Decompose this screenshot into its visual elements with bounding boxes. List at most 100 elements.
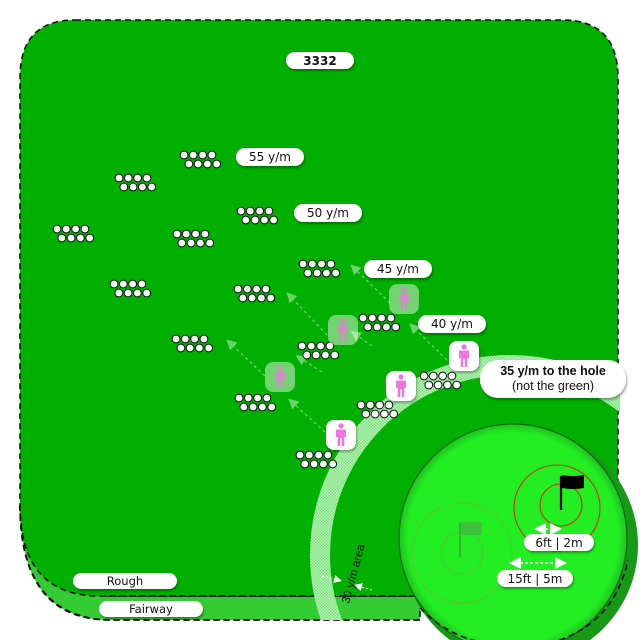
golf-ball-icon xyxy=(177,238,187,248)
hole-distance-line1: 35 y/m to the hole xyxy=(500,364,606,378)
golf-ball-icon xyxy=(119,182,129,192)
golf-ball-icon xyxy=(171,334,181,344)
golf-ball-icon xyxy=(377,313,387,323)
golf-ball-icon xyxy=(85,233,95,243)
golf-ball-icon xyxy=(252,284,262,294)
golf-ball-icon xyxy=(76,233,85,243)
golf-ball-icon xyxy=(241,215,251,225)
golf-ball-icon xyxy=(367,313,377,323)
golf-ball-icon xyxy=(433,380,443,390)
golf-ball-icon xyxy=(198,150,208,160)
ball-group xyxy=(236,206,279,225)
golf-ball-icon xyxy=(118,279,128,289)
golf-ball-icon xyxy=(200,229,210,239)
golf-ball-icon xyxy=(179,150,189,160)
person-icon xyxy=(457,344,471,368)
golf-ball-icon xyxy=(253,393,263,403)
golf-ball-icon xyxy=(384,400,394,410)
golf-ball-icon xyxy=(262,393,272,403)
golf-ball-icon xyxy=(261,284,271,294)
ball-group xyxy=(298,259,341,278)
golf-ball-icon xyxy=(203,159,212,169)
golf-ball-icon xyxy=(447,371,457,381)
hole-number-badge: 3332 xyxy=(286,52,354,69)
golf-ball-icon xyxy=(195,343,204,353)
distance-label-45: 45 y/m xyxy=(364,260,432,278)
golf-ball-icon xyxy=(193,159,203,169)
ball-group xyxy=(234,393,277,412)
person-icon xyxy=(336,318,350,342)
ball-group xyxy=(297,341,340,360)
golf-ball-icon xyxy=(443,380,452,390)
golf-ball-icon xyxy=(172,229,182,239)
outer-ring-measure: 15ft | 5m xyxy=(497,570,573,587)
golf-ball-icon xyxy=(317,259,327,269)
golf-ball-icon xyxy=(123,173,133,183)
golf-ball-icon xyxy=(247,293,257,303)
golf-ball-icon xyxy=(258,402,267,412)
person-icon xyxy=(397,287,411,311)
golf-ball-icon xyxy=(186,238,196,248)
golf-ball-icon xyxy=(323,450,333,460)
golf-ball-icon xyxy=(180,334,190,344)
golf-ball-icon xyxy=(321,350,330,360)
golf-ball-icon xyxy=(267,402,277,412)
ball-group xyxy=(109,279,152,298)
hole-number: 3332 xyxy=(303,53,337,68)
golf-ball-icon xyxy=(80,224,90,234)
golf-ball-icon xyxy=(322,268,331,278)
golf-ball-icon xyxy=(370,409,380,419)
golf-ball-icon xyxy=(66,233,76,243)
golf-ball-icon xyxy=(419,371,429,381)
golf-ball-icon xyxy=(250,215,260,225)
golf-ball-icon xyxy=(389,409,399,419)
rough-label: Rough xyxy=(73,573,177,589)
golf-ball-icon xyxy=(212,159,222,169)
golf-ball-icon xyxy=(363,322,373,332)
golf-ball-icon xyxy=(380,409,389,419)
golf-ball-icon xyxy=(204,343,214,353)
golf-ball-icon xyxy=(438,371,448,381)
ball-group xyxy=(356,400,399,419)
player-marker xyxy=(265,362,295,392)
golf-ball-icon xyxy=(248,402,258,412)
golf-ball-icon xyxy=(325,341,335,351)
player-marker xyxy=(389,284,419,314)
golf-ball-icon xyxy=(330,350,340,360)
golf-ball-icon xyxy=(255,206,265,216)
golf-ball-icon xyxy=(312,268,322,278)
ball-group xyxy=(179,150,222,169)
golf-ball-icon xyxy=(196,238,205,248)
golf-ball-icon xyxy=(123,288,133,298)
inner-ring-measure: 6ft | 2m xyxy=(524,534,594,551)
golf-ball-icon xyxy=(191,229,201,239)
golf-ball-icon xyxy=(328,459,338,469)
ball-group xyxy=(171,334,214,353)
golf-ball-icon xyxy=(266,293,276,303)
distance-label-40: 40 y/m xyxy=(418,315,486,333)
ghost-target xyxy=(411,502,513,604)
golf-ball-icon xyxy=(302,350,312,360)
golf-ball-icon xyxy=(382,322,391,332)
golf-ball-icon xyxy=(311,350,321,360)
golf-ball-icon xyxy=(260,215,269,225)
golf-ball-icon xyxy=(243,393,253,403)
golf-ball-icon xyxy=(133,288,142,298)
golf-ball-icon xyxy=(358,313,368,323)
golf-ball-icon xyxy=(71,224,80,234)
golf-ball-icon xyxy=(375,400,385,410)
golf-ball-icon xyxy=(142,288,152,298)
ball-group xyxy=(172,229,215,248)
golf-ball-icon xyxy=(147,182,157,192)
ball-group xyxy=(114,173,157,192)
golf-ball-icon xyxy=(326,259,336,269)
golf-ball-icon xyxy=(239,402,249,412)
person-icon xyxy=(394,374,408,398)
golf-ball-icon xyxy=(356,400,366,410)
golf-ball-icon xyxy=(236,206,246,216)
golf-ball-icon xyxy=(61,224,71,234)
golf-ball-icon xyxy=(309,459,319,469)
golf-ball-icon xyxy=(257,293,266,303)
person-icon xyxy=(334,423,348,447)
